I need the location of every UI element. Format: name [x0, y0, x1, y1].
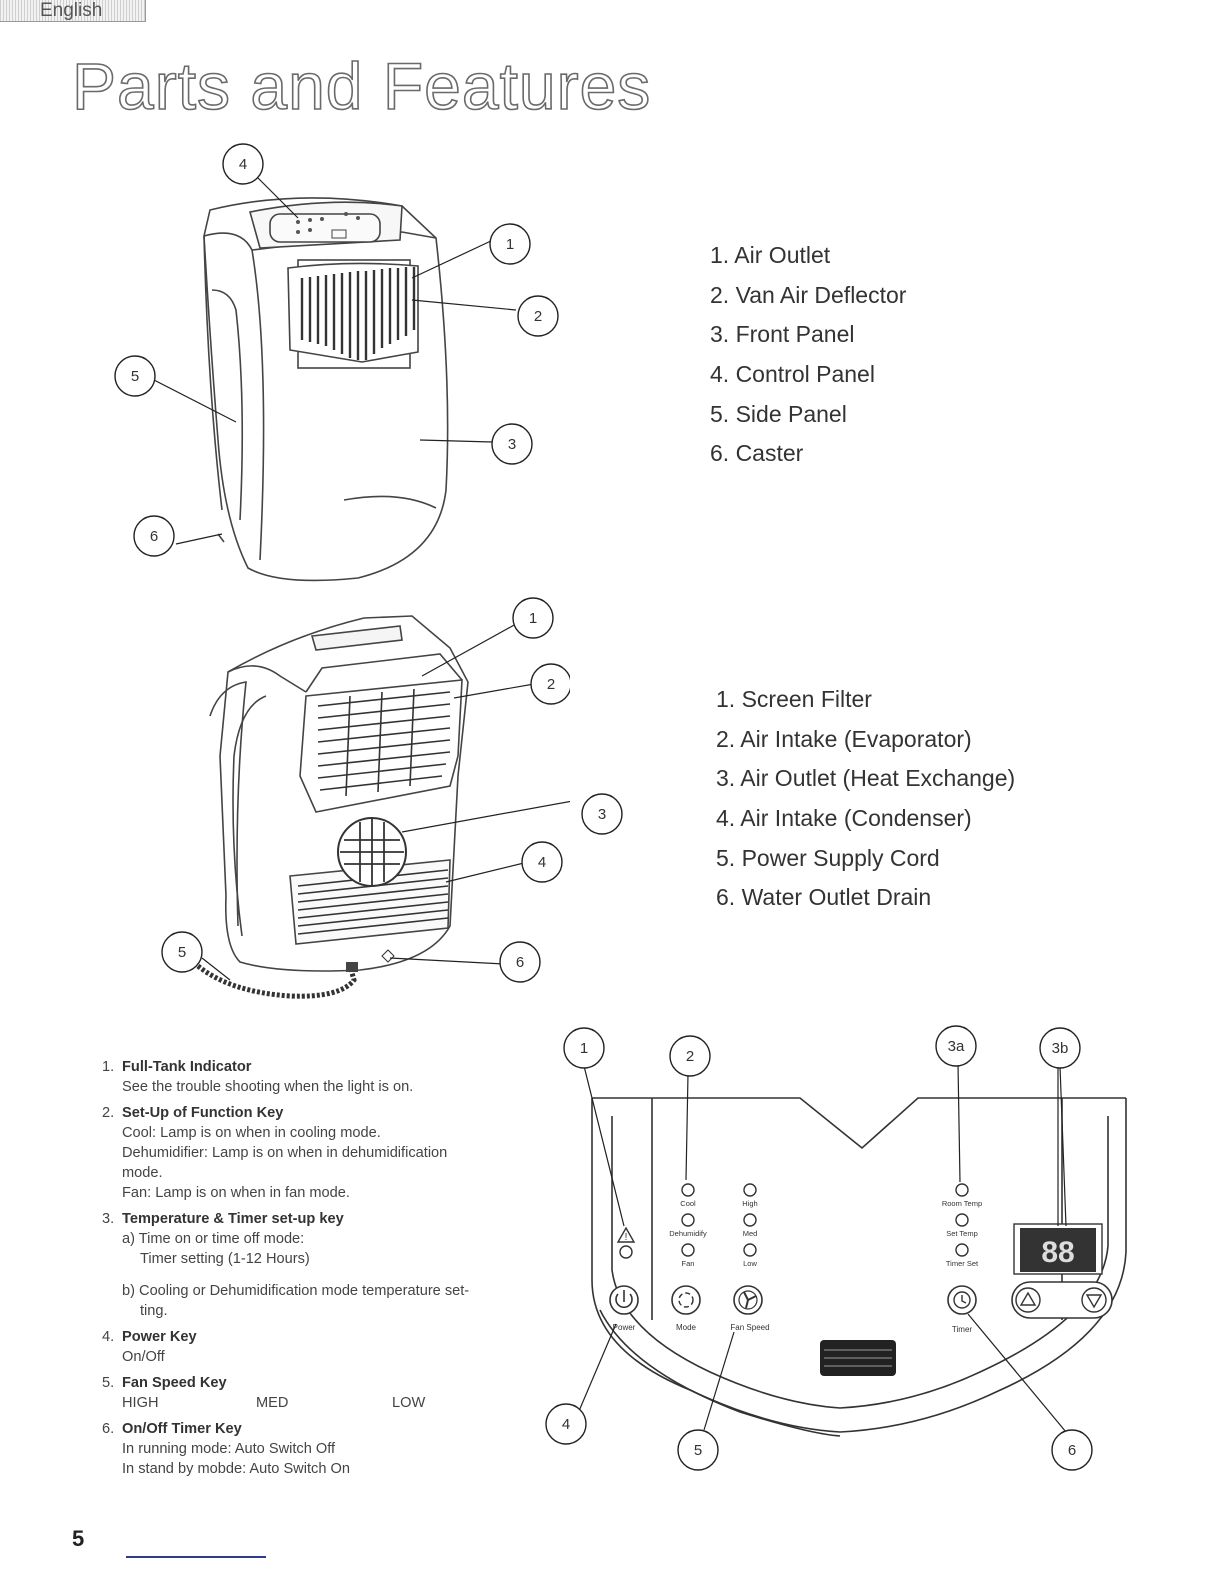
feature-text: In stand by mobde: Auto Switch On — [122, 1461, 350, 1477]
feature-text: a) Time on or time off mode: — [122, 1231, 305, 1247]
rear-parts-list: 1. Screen Filter 2. Air Intake (Evaporat… — [716, 680, 1015, 918]
feature-text: b) Cooling or Dehumidification mode temp… — [122, 1283, 470, 1299]
label-set-temp: Set Temp — [946, 1229, 978, 1238]
feature-text: In running mode: Auto Switch Off — [122, 1441, 336, 1457]
feature-number: 1. — [102, 1059, 115, 1075]
label-fan-speed: Fan Speed — [730, 1323, 769, 1332]
label-mode: Mode — [676, 1323, 697, 1332]
feature-fan-speed-key: 5. Fan Speed Key HIGH MED LOW — [102, 1373, 522, 1413]
callout-rear-1: 1 — [529, 610, 537, 627]
feature-text: On/Off — [122, 1349, 165, 1365]
callout-rear-3-bubble: 3 — [581, 793, 623, 835]
language-tab: English — [0, 0, 146, 22]
list-item: 2. Air Intake (Evaporator) — [716, 725, 972, 752]
callout-rear-3: 3 — [598, 806, 606, 823]
list-item: 5. Power Supply Cord — [716, 844, 940, 871]
feature-text: Timer setting (1-12 Hours) — [140, 1251, 310, 1267]
list-item: 1. Screen Filter — [716, 686, 872, 712]
temp-down-button[interactable] — [1081, 1287, 1107, 1313]
speed-high: HIGH — [122, 1395, 159, 1411]
callout-panel-1: 1 — [580, 1040, 588, 1057]
rear-unit-illustration: 1 2 4 5 6 — [161, 597, 570, 999]
page-title: Parts and Features — [71, 48, 652, 124]
label-med: Med — [743, 1229, 758, 1238]
list-item: 6. Caster — [710, 440, 804, 467]
power-button[interactable] — [609, 1285, 639, 1315]
feature-temp-timer-key: 3. Temperature & Timer set-up key a) Tim… — [102, 1209, 522, 1321]
feature-heading: Temperature & Timer set-up key — [122, 1211, 344, 1227]
callout-rear-4: 4 — [538, 854, 546, 871]
list-item: 3. Air Outlet (Heat Exchange) — [716, 765, 1016, 792]
callout-rear-2: 2 — [547, 676, 555, 693]
callout-panel-4: 4 — [562, 1416, 570, 1433]
callout-front-4: 4 — [239, 156, 247, 173]
label-power: Power — [613, 1323, 636, 1332]
svg-text:!: ! — [625, 1232, 628, 1243]
front-parts-list: 1. Air Outlet 2. Van Air Deflector 3. Fr… — [710, 236, 906, 474]
label-timer-set: Timer Set — [946, 1259, 979, 1268]
feature-heading: Fan Speed Key — [122, 1375, 227, 1391]
page-number: 5 — [72, 1526, 85, 1551]
label-timer: Timer — [952, 1325, 972, 1334]
callout-rear-5: 5 — [178, 944, 186, 961]
feature-descriptions: 1. Full-Tank Indicator See the trouble s… — [102, 1057, 522, 1479]
feature-text: See the trouble shooting when the light … — [122, 1079, 414, 1095]
feature-heading: Set-Up of Function Key — [122, 1105, 284, 1121]
list-item: 2. Van Air Deflector — [710, 281, 907, 308]
front-unit-illustration: 4 1 2 5 3 6 — [114, 143, 559, 582]
feature-heading: Power Key — [122, 1329, 197, 1345]
list-item: 3. Front Panel — [710, 321, 855, 348]
temp-up-button[interactable] — [1015, 1287, 1041, 1313]
feature-number: 6. — [102, 1421, 115, 1437]
list-item: 6. Water Outlet Drain — [716, 884, 932, 911]
callout-front-3: 3 — [508, 436, 516, 453]
timer-button[interactable] — [947, 1285, 977, 1315]
feature-text: mode. — [122, 1165, 163, 1181]
list-item: 1. Air Outlet — [710, 242, 831, 268]
label-high: High — [742, 1199, 757, 1208]
digital-display: 88 — [1041, 1236, 1074, 1269]
speed-med: MED — [256, 1395, 289, 1411]
label-room-temp: Room Temp — [942, 1199, 982, 1208]
list-item: 5. Side Panel — [710, 400, 847, 427]
feature-text: Dehumidifier: Lamp is on when in dehumid… — [122, 1145, 448, 1161]
feature-full-tank: 1. Full-Tank Indicator See the trouble s… — [102, 1057, 522, 1097]
feature-function-key: 2. Set-Up of Function Key Cool: Lamp is … — [102, 1103, 522, 1203]
feature-number: 5. — [102, 1375, 115, 1391]
fan-speed-options: HIGH MED LOW — [122, 1393, 522, 1413]
speed-low: LOW — [392, 1395, 426, 1411]
feature-number: 3. — [102, 1211, 115, 1227]
label-dehumidify: Dehumidify — [669, 1229, 707, 1238]
fan-speed-button[interactable] — [733, 1285, 763, 1315]
control-panel-diagram: ! Cool Dehumidify Fan High Med Low Room … — [545, 1025, 1127, 1471]
label-cool: Cool — [680, 1199, 696, 1208]
callout-front-6: 6 — [150, 528, 158, 545]
feature-heading: Full-Tank Indicator — [122, 1059, 252, 1075]
feature-heading: On/Off Timer Key — [122, 1421, 242, 1437]
list-item: 4. Control Panel — [710, 361, 875, 388]
callout-panel-5: 5 — [694, 1442, 702, 1459]
label-fan: Fan — [682, 1259, 695, 1268]
callout-front-5: 5 — [131, 368, 139, 385]
callout-front-2: 2 — [534, 308, 542, 325]
feature-power-key: 4. Power Key On/Off — [102, 1327, 522, 1367]
callout-panel-6: 6 — [1068, 1442, 1076, 1459]
feature-number: 4. — [102, 1329, 115, 1345]
feature-timer-key: 6. On/Off Timer Key In running mode: Aut… — [102, 1419, 522, 1479]
label-low: Low — [743, 1259, 757, 1268]
feature-text: ting. — [140, 1303, 168, 1319]
callout-panel-3a: 3a — [948, 1038, 965, 1055]
callout-front-1: 1 — [506, 236, 514, 253]
callout-panel-2: 2 — [686, 1048, 694, 1065]
mode-button[interactable] — [671, 1285, 701, 1315]
feature-text: Fan: Lamp is on when in fan mode. — [122, 1185, 350, 1201]
callout-rear-6: 6 — [516, 954, 524, 971]
feature-number: 2. — [102, 1105, 115, 1121]
callout-panel-3b: 3b — [1052, 1040, 1069, 1057]
feature-text: Cool: Lamp is on when in cooling mode. — [122, 1125, 381, 1141]
list-item: 4. Air Intake (Condenser) — [716, 805, 972, 832]
footer-rule — [126, 1556, 266, 1558]
